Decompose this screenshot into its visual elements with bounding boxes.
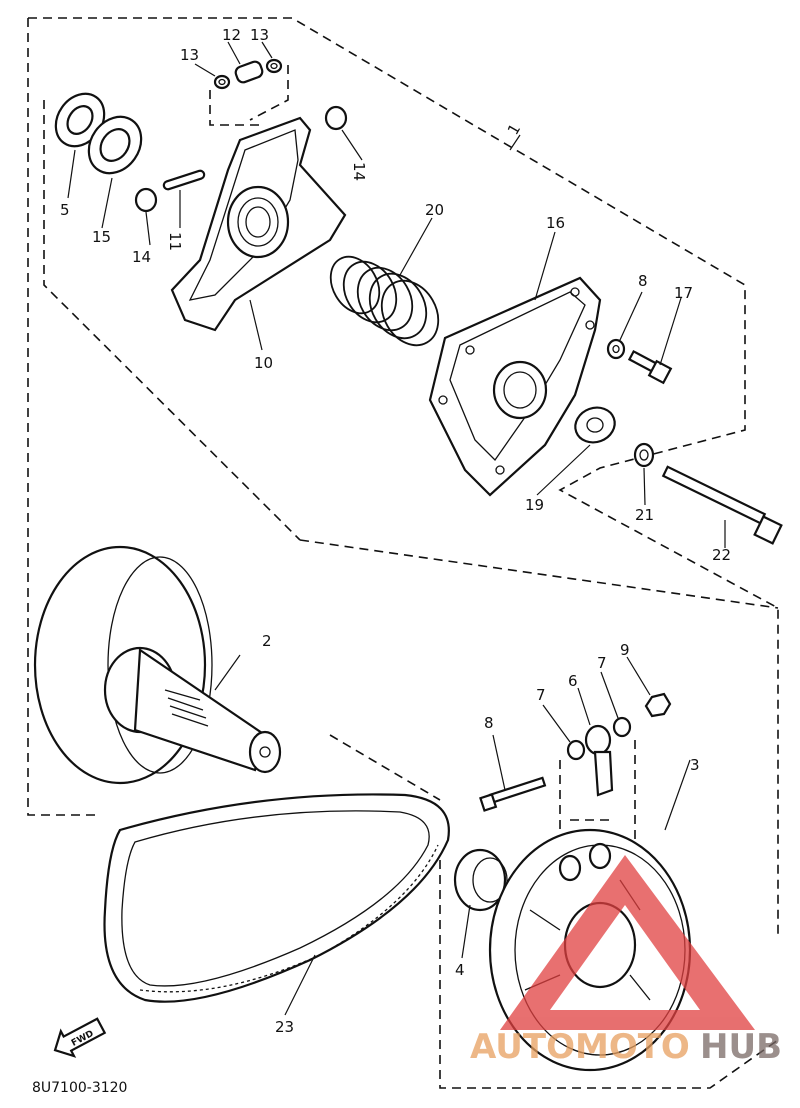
drawing-code: 8U7100-3120 bbox=[32, 1080, 127, 1096]
washer-7-left bbox=[566, 739, 586, 761]
cap-14-left bbox=[134, 187, 158, 213]
callout-13-left: 13 bbox=[180, 46, 199, 64]
washer-13-left bbox=[213, 74, 231, 90]
rivet-guide-line bbox=[209, 65, 289, 126]
callout-12: 12 bbox=[222, 26, 241, 44]
pin-11 bbox=[162, 169, 206, 191]
callout-8-upper: 8 bbox=[638, 272, 648, 290]
bolt-22 bbox=[661, 465, 783, 545]
callout-6: 6 bbox=[568, 672, 578, 690]
callout-14-right: 14 bbox=[350, 162, 368, 181]
washer-18 bbox=[606, 338, 626, 360]
sheave-2 bbox=[33, 545, 282, 785]
collar-4 bbox=[453, 848, 508, 912]
callout-14-left: 14 bbox=[132, 248, 151, 266]
assembly-1-boundary bbox=[28, 17, 779, 935]
forward-arrow: FWD bbox=[53, 1017, 107, 1058]
callouts: 1 2 3 4 5 6 7 7 8 8 9 10 11 12 13 13 14 … bbox=[60, 26, 731, 1036]
callout-5: 5 bbox=[60, 201, 70, 219]
callout-9: 9 bbox=[620, 641, 630, 659]
drive-belt-23 bbox=[103, 793, 450, 1003]
callout-2: 2 bbox=[262, 632, 272, 650]
weight-6 bbox=[584, 724, 614, 797]
assembly-boundary-bottom bbox=[329, 734, 779, 1089]
callout-17: 17 bbox=[674, 284, 693, 302]
watermark-text-moto: MOTO bbox=[575, 1027, 690, 1067]
shaft-guide-line bbox=[43, 100, 779, 609]
callout-3: 3 bbox=[690, 756, 700, 774]
bolt-17 bbox=[627, 349, 673, 385]
callout-16: 16 bbox=[546, 214, 565, 232]
callout-22: 22 bbox=[712, 546, 731, 564]
callout-20: 20 bbox=[425, 201, 444, 219]
cover-16 bbox=[428, 276, 602, 497]
spring-20 bbox=[329, 255, 440, 347]
watermark-logo: AUTO MOTO HUB bbox=[470, 855, 782, 1067]
washer-13-right bbox=[265, 58, 283, 74]
washer-5 bbox=[54, 92, 106, 148]
callout-15: 15 bbox=[92, 228, 111, 246]
callout-13-right: 13 bbox=[250, 26, 269, 44]
cap-19 bbox=[574, 406, 616, 444]
callout-21: 21 bbox=[635, 506, 654, 524]
callout-11: 11 bbox=[166, 232, 184, 251]
washer-7-right bbox=[612, 716, 632, 738]
nut-9 bbox=[644, 692, 672, 718]
callout-1: 1 bbox=[504, 121, 524, 138]
bolt-8 bbox=[479, 776, 547, 812]
assembly-boundary-left bbox=[27, 18, 95, 816]
watermark-text-hub: HUB bbox=[700, 1027, 782, 1067]
spider-10 bbox=[170, 116, 347, 332]
callout-19: 19 bbox=[525, 496, 544, 514]
callout-10: 10 bbox=[254, 354, 273, 372]
washer-15 bbox=[87, 115, 143, 175]
watermark-text-auto: AUTO bbox=[470, 1027, 575, 1067]
washer-21 bbox=[633, 442, 655, 468]
callout-7-right: 7 bbox=[597, 654, 607, 672]
callout-7-left: 7 bbox=[536, 686, 546, 704]
callout-8-lower: 8 bbox=[484, 714, 494, 732]
watermark-triangle bbox=[500, 855, 755, 1030]
cap-14-right bbox=[324, 105, 348, 131]
collar-12 bbox=[234, 60, 264, 84]
callout-23: 23 bbox=[275, 1018, 294, 1036]
callout-4: 4 bbox=[455, 961, 465, 979]
leader-lines bbox=[67, 41, 726, 1016]
